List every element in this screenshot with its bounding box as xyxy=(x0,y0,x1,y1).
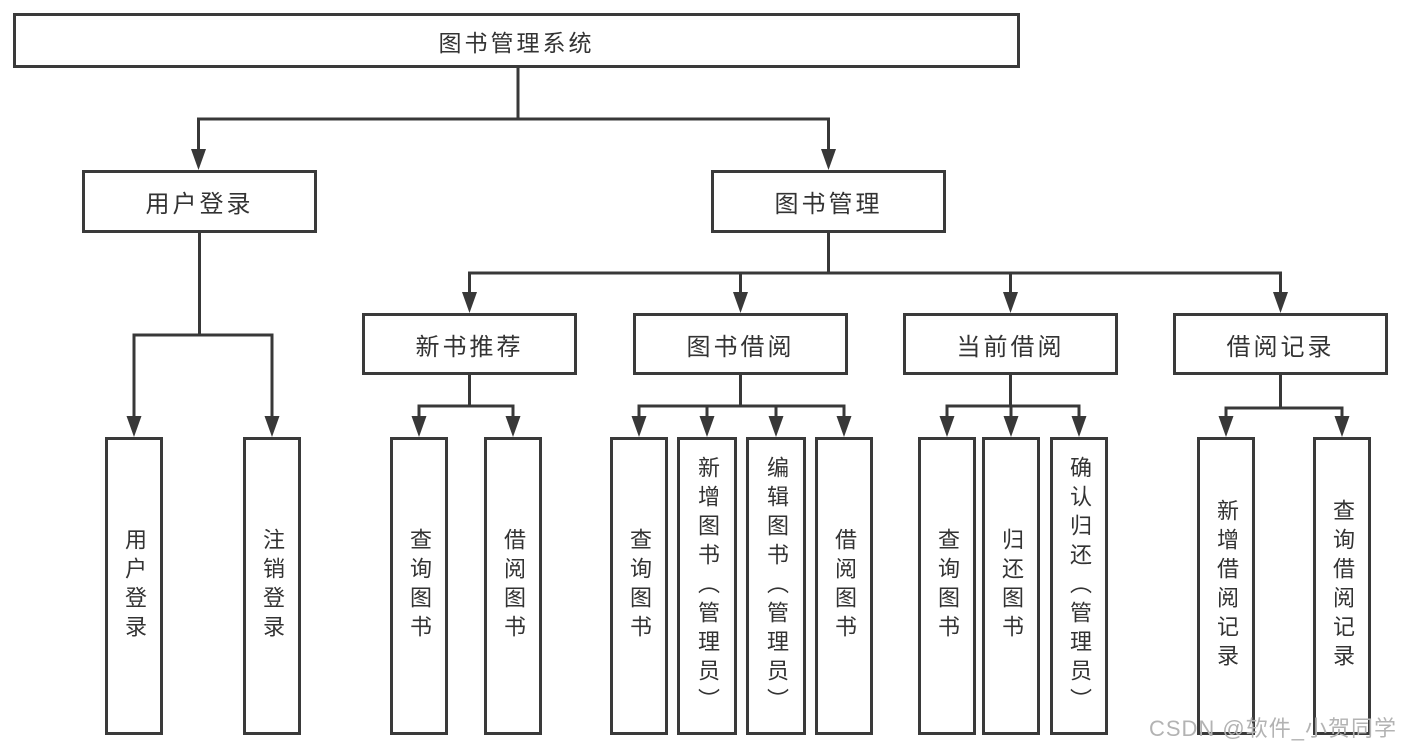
node-label: 新增图书（管理员） xyxy=(695,455,720,717)
node-label: 图书管理 xyxy=(774,191,883,218)
node-user-login: 用户登录 xyxy=(82,170,317,233)
node-label: 查询图书 xyxy=(627,528,652,644)
node-label: 用户登录 xyxy=(145,191,254,218)
node-borrowing-records: 借阅记录 xyxy=(1173,313,1388,375)
node-label: 图书借阅 xyxy=(686,333,795,361)
leaf-confirm-return-admin: 确认归还（管理员） xyxy=(1050,437,1108,735)
leaf-return-book: 归还图书 xyxy=(982,437,1040,735)
leaf-borrow-books-borrowing: 借阅图书 xyxy=(815,437,873,735)
node-label: 借阅图书 xyxy=(501,528,526,644)
node-label: 用户登录 xyxy=(122,528,147,644)
leaf-query-books-recommend: 查询图书 xyxy=(390,437,448,735)
node-label: 新增借阅记录 xyxy=(1214,499,1239,673)
node-label: 当前借阅 xyxy=(956,333,1065,361)
node-label: 借阅图书 xyxy=(832,528,857,644)
leaf-user-login: 用户登录 xyxy=(105,437,163,735)
node-label: 新书推荐 xyxy=(415,333,524,361)
leaf-add-borrow-record: 新增借阅记录 xyxy=(1197,437,1255,735)
csdn-watermark: CSDN @软件_小贺同学 xyxy=(1148,716,1397,741)
node-root-system: 图书管理系统 xyxy=(13,13,1020,68)
node-current-borrowing: 当前借阅 xyxy=(903,313,1118,375)
node-label: 确认归还（管理员） xyxy=(1067,455,1092,717)
leaf-edit-book-admin: 编辑图书（管理员） xyxy=(746,437,806,735)
node-book-borrowing: 图书借阅 xyxy=(633,313,848,375)
node-book-management: 图书管理 xyxy=(711,170,946,233)
leaf-add-book-admin: 新增图书（管理员） xyxy=(677,437,737,735)
node-label: 查询图书 xyxy=(407,528,432,644)
leaf-query-books-current: 查询图书 xyxy=(918,437,976,735)
node-label: 图书管理系统 xyxy=(438,29,595,56)
leaf-query-books-borrowing: 查询图书 xyxy=(610,437,668,735)
node-label: 查询借阅记录 xyxy=(1330,499,1355,673)
node-label: 编辑图书（管理员） xyxy=(764,455,789,717)
node-label: 借阅记录 xyxy=(1226,333,1335,361)
leaf-logout: 注销登录 xyxy=(243,437,301,735)
node-label: 归还图书 xyxy=(999,528,1024,644)
node-new-book-recommend: 新书推荐 xyxy=(362,313,577,375)
node-label: 查询图书 xyxy=(935,528,960,644)
leaf-query-borrow-record: 查询借阅记录 xyxy=(1313,437,1371,735)
arrowhead-icons xyxy=(126,149,1350,437)
leaf-borrow-books-recommend: 借阅图书 xyxy=(484,437,542,735)
node-label: 注销登录 xyxy=(260,528,285,644)
